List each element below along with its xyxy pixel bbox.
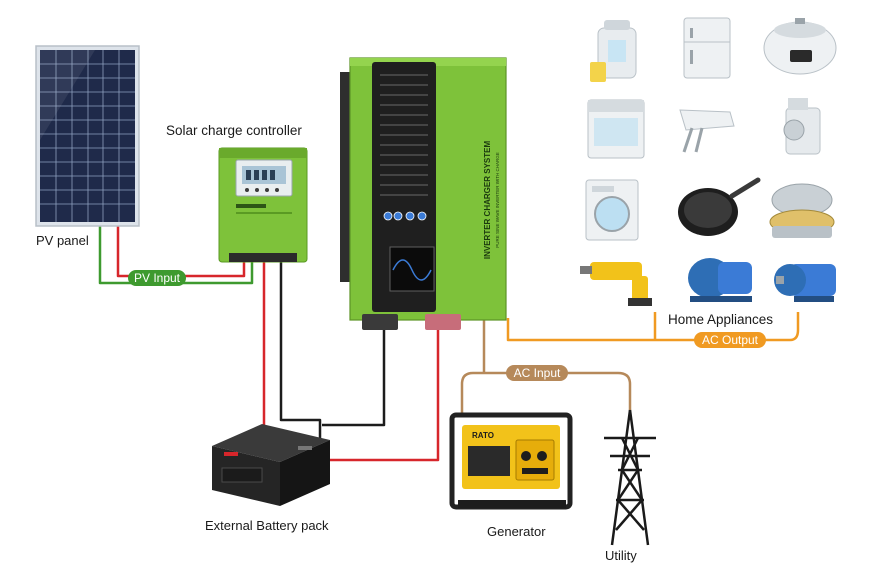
battery-label: External Battery pack [205, 518, 329, 533]
utility-label: Utility [605, 548, 637, 563]
ac-output-wire [506, 312, 800, 342]
frying-pan-icon [678, 177, 761, 236]
waffle-maker-icon [769, 183, 835, 238]
hand-mixer-icon [679, 109, 735, 153]
generator: RATO [449, 412, 573, 510]
generator-label: Generator [487, 524, 546, 539]
external-battery-pack [212, 424, 330, 506]
controller-label: Solar charge controller [166, 123, 302, 138]
electric-motor-icon [774, 264, 836, 302]
ac-output-badge: AC Output [694, 332, 766, 348]
inverter-battery-red [300, 330, 440, 462]
solar-charge-controller [218, 147, 308, 263]
pv-panel-label: PV panel [36, 233, 89, 248]
rice-cooker-icon [763, 18, 837, 75]
home-appliances-label: Home Appliances [668, 312, 773, 327]
inverter-side-subtext: PURE SINE WAVE INVERTER WITH CHARGE [495, 152, 500, 247]
juicer-icon [590, 20, 637, 82]
generator-brand: RATO [472, 431, 494, 440]
utility-tower [604, 409, 656, 546]
pv-input-label: PV Input [134, 271, 181, 285]
washing-machine-icon [585, 179, 639, 241]
controller-battery-black [279, 262, 322, 442]
water-pump-icon [688, 258, 752, 302]
pv-input-badge: PV Input [128, 270, 186, 286]
inverter-charger: INVERTER CHARGER SYSTEM PURE SINE WAVE I… [340, 57, 507, 330]
inverter-battery-black [322, 330, 386, 427]
dishwasher-icon [587, 99, 645, 159]
inverter-side-text: INVERTER CHARGER SYSTEM [483, 141, 492, 260]
pv-panel [35, 45, 140, 227]
meat-grinder-icon [783, 98, 821, 155]
ac-input-label: AC Input [514, 366, 561, 380]
power-drill-icon [580, 262, 652, 306]
ac-input-badge: AC Input [506, 365, 568, 381]
ac-output-label: AC Output [702, 333, 759, 347]
appliances-grid [580, 17, 837, 306]
refrigerator-icon [683, 17, 731, 79]
